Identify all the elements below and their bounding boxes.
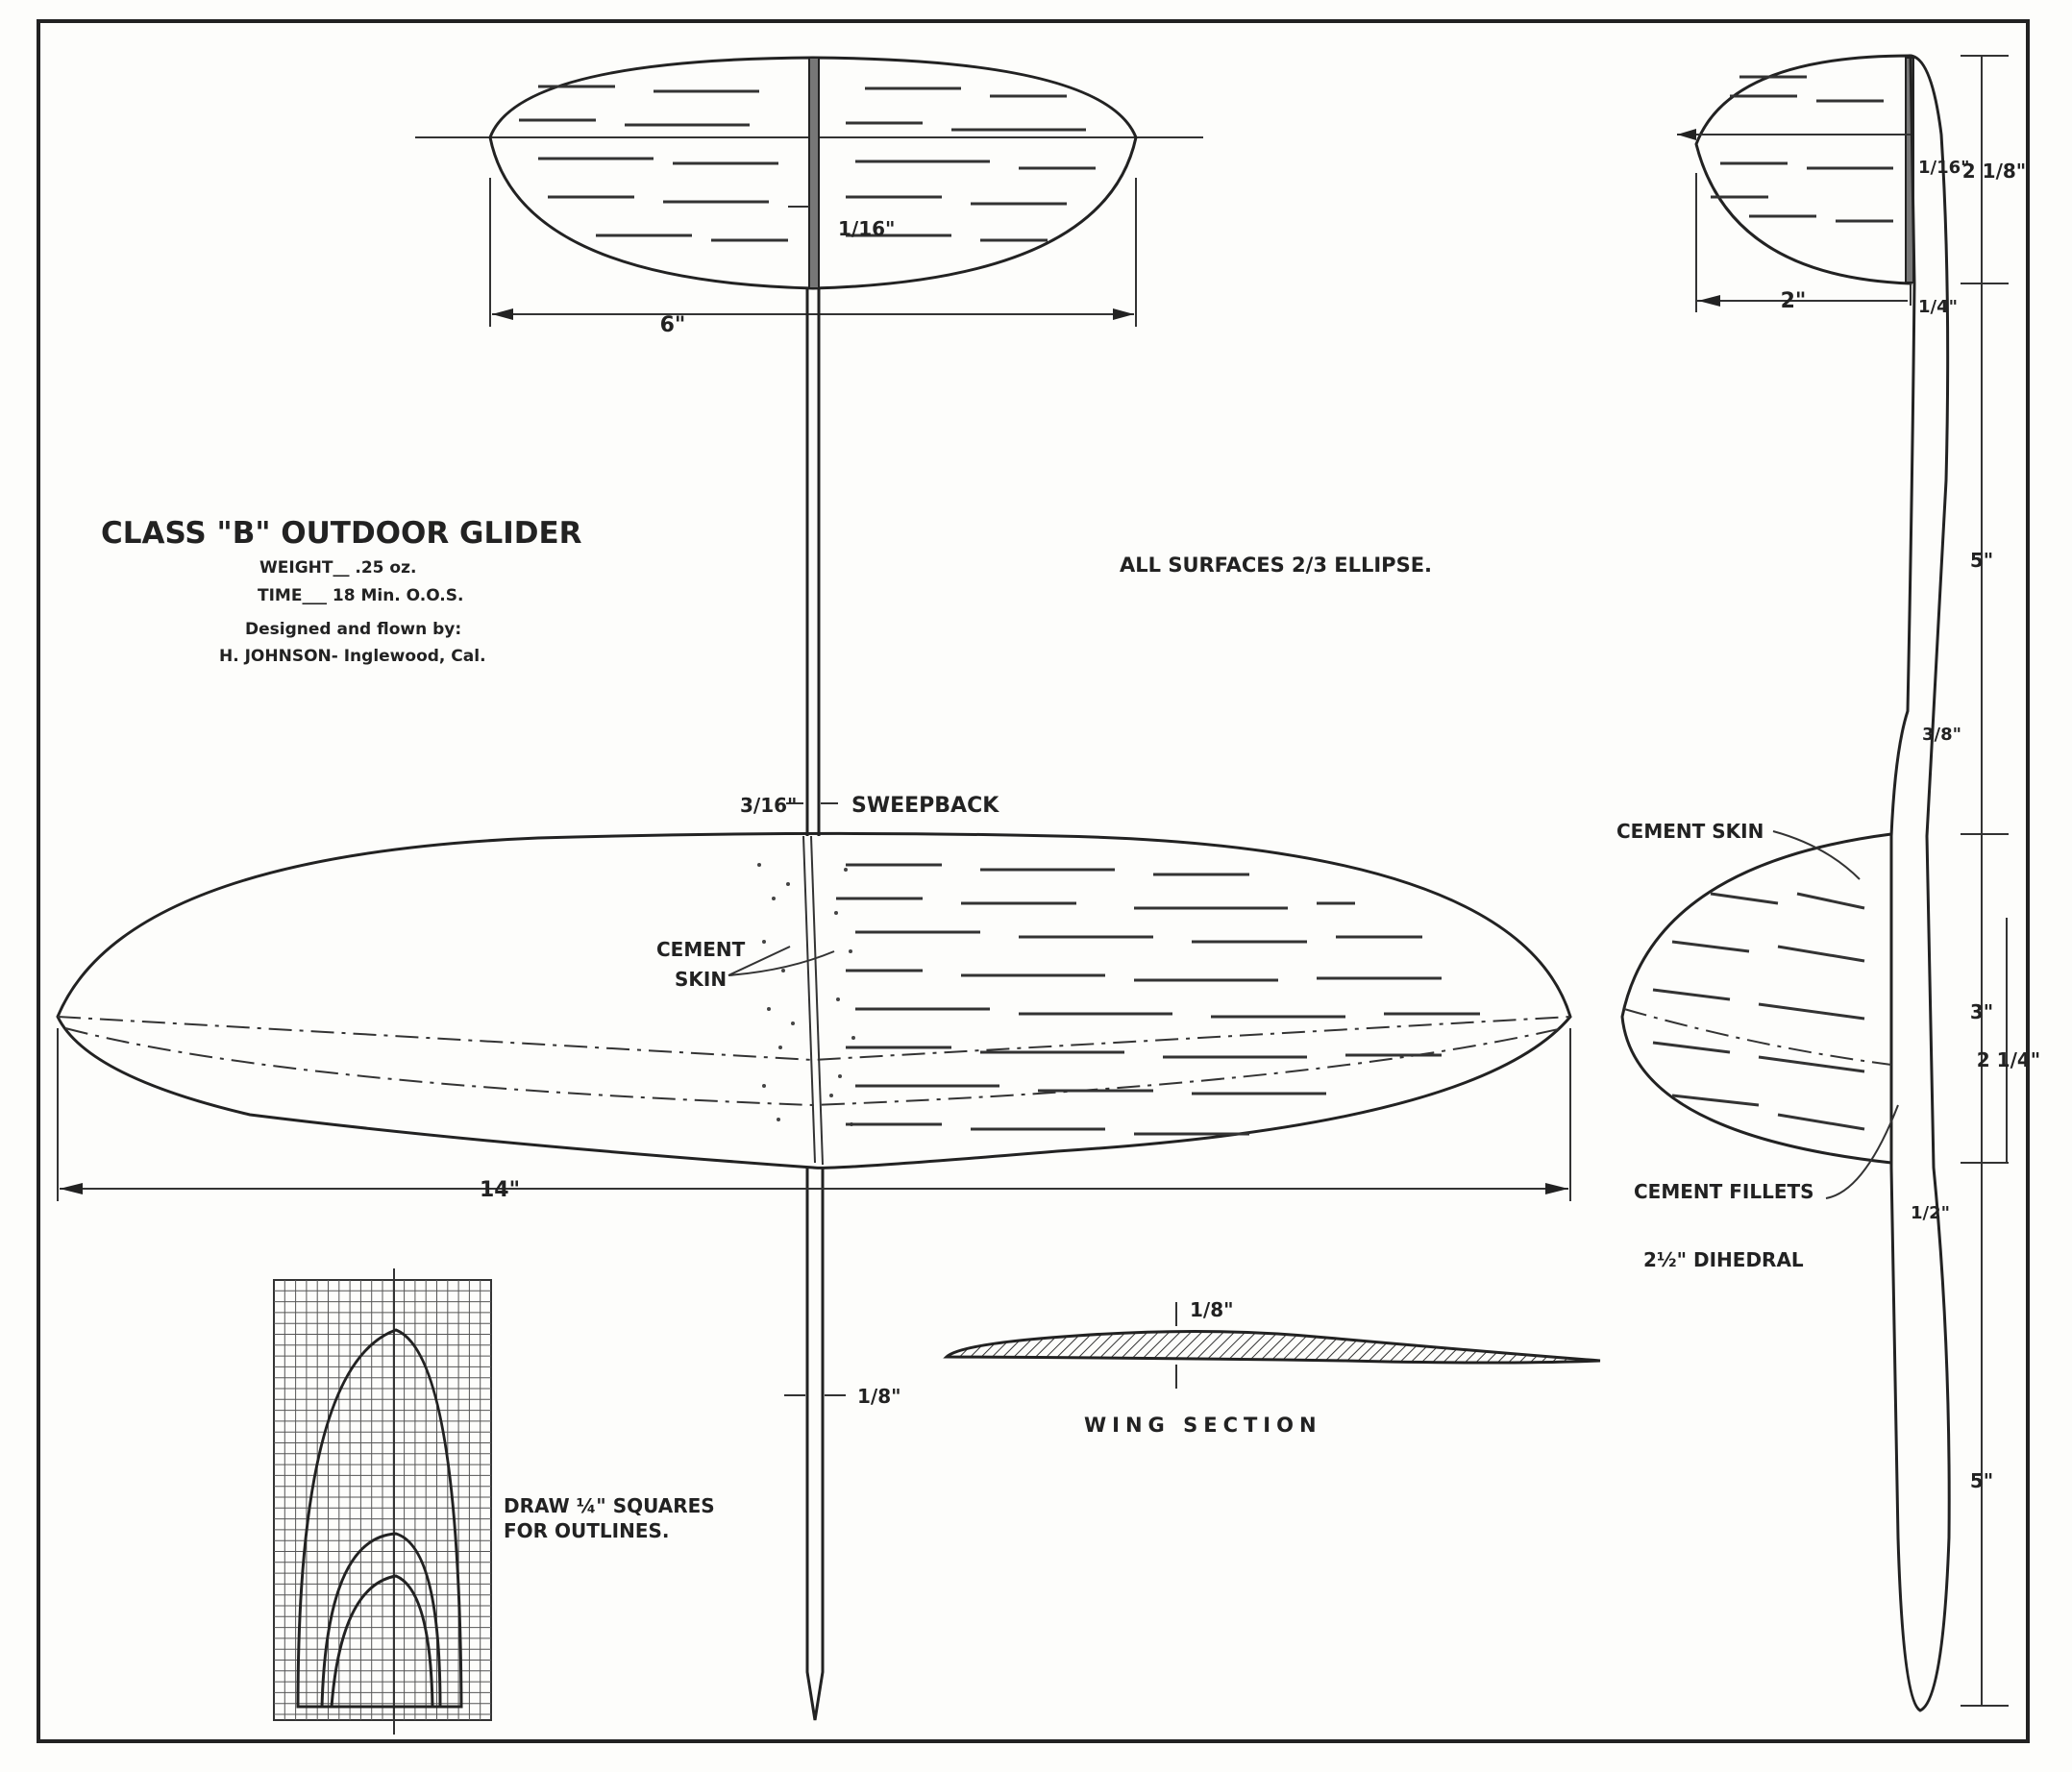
fin-height-dim: 2 1/8" <box>1962 160 2026 183</box>
boom-three-eighths-dim: 3/8" <box>1922 725 1961 745</box>
tail-length-dim: 5" <box>1970 1469 1993 1492</box>
sweepback-dim: 3/16" <box>740 794 797 817</box>
sweepback-label: SWEEPBACK <box>851 794 999 818</box>
outline-grid: DRAW ¼" SQUARES FOR OUTLINES. <box>273 1268 715 1735</box>
stabilizer-grain <box>519 85 1096 242</box>
stabilizer-plan: 6" 1/16" <box>415 56 1203 337</box>
cement-skin-side-label: CEMENT SKIN <box>1616 820 1764 843</box>
stab-span-dim: 6" <box>660 313 686 337</box>
wing-root-dim: 3" <box>1970 1000 1993 1023</box>
wing-section-label: WING SECTION <box>1084 1414 1322 1437</box>
fuselage-boom-plan: 1/8" <box>784 288 901 1721</box>
drawing-border <box>37 19 2030 1743</box>
wing-grain <box>836 863 1480 1136</box>
drawing-title: CLASS "B" OUTDOOR GLIDER <box>101 516 582 551</box>
draw-squares-line-2: FOR OUTLINES. <box>504 1519 670 1542</box>
section-thickness-dim: 1/8" <box>1190 1298 1234 1321</box>
wing-inner-dim: 2 1/4" <box>1977 1048 2040 1071</box>
fin-chord-dim: 2" <box>1781 289 1807 313</box>
cement-fillets-label: CEMENT FILLETS <box>1634 1180 1814 1203</box>
boom-half-dim: 1/2" <box>1911 1203 1950 1223</box>
cement-skin-center-b: SKIN <box>675 968 727 991</box>
boom-width-dim: 1/8" <box>857 1385 901 1408</box>
stab-spar-dim: 1/16" <box>838 217 895 240</box>
dihedral-label: 2½" DIHEDRAL <box>1643 1248 1804 1271</box>
nose-upper-dim: 5" <box>1970 549 1993 572</box>
cement-skin-center-a: CEMENT <box>656 938 746 961</box>
time-line: TIME___ 18 Min. O.O.S. <box>258 586 463 605</box>
designer-name: H. JOHNSON- Inglewood, Cal. <box>219 647 486 666</box>
weight-line: WEIGHT__ .25 oz. <box>259 558 416 578</box>
main-wing-plan: 14" 3/16" SWEEPBACK CEMENT SKIN <box>56 794 1572 1202</box>
boom-quarter-dim: 1/4" <box>1918 297 1958 317</box>
wing-section: 1/8" WING SECTION <box>943 1298 1601 1437</box>
title-block: CLASS "B" OUTDOOR GLIDER WEIGHT__ .25 oz… <box>101 516 582 666</box>
wing-span-dim: 14" <box>480 1178 520 1202</box>
side-view: 2" 1/16" 1/4" 2 1/8" 5" 3" 2 1/4" 5" 3/8… <box>1616 54 2040 1712</box>
designer-line: Designed and flown by: <box>245 620 461 639</box>
draw-squares-line-1: DRAW ¼" SQUARES <box>504 1494 715 1517</box>
surfaces-note: ALL SURFACES 2/3 ELLIPSE. <box>1120 554 1432 577</box>
